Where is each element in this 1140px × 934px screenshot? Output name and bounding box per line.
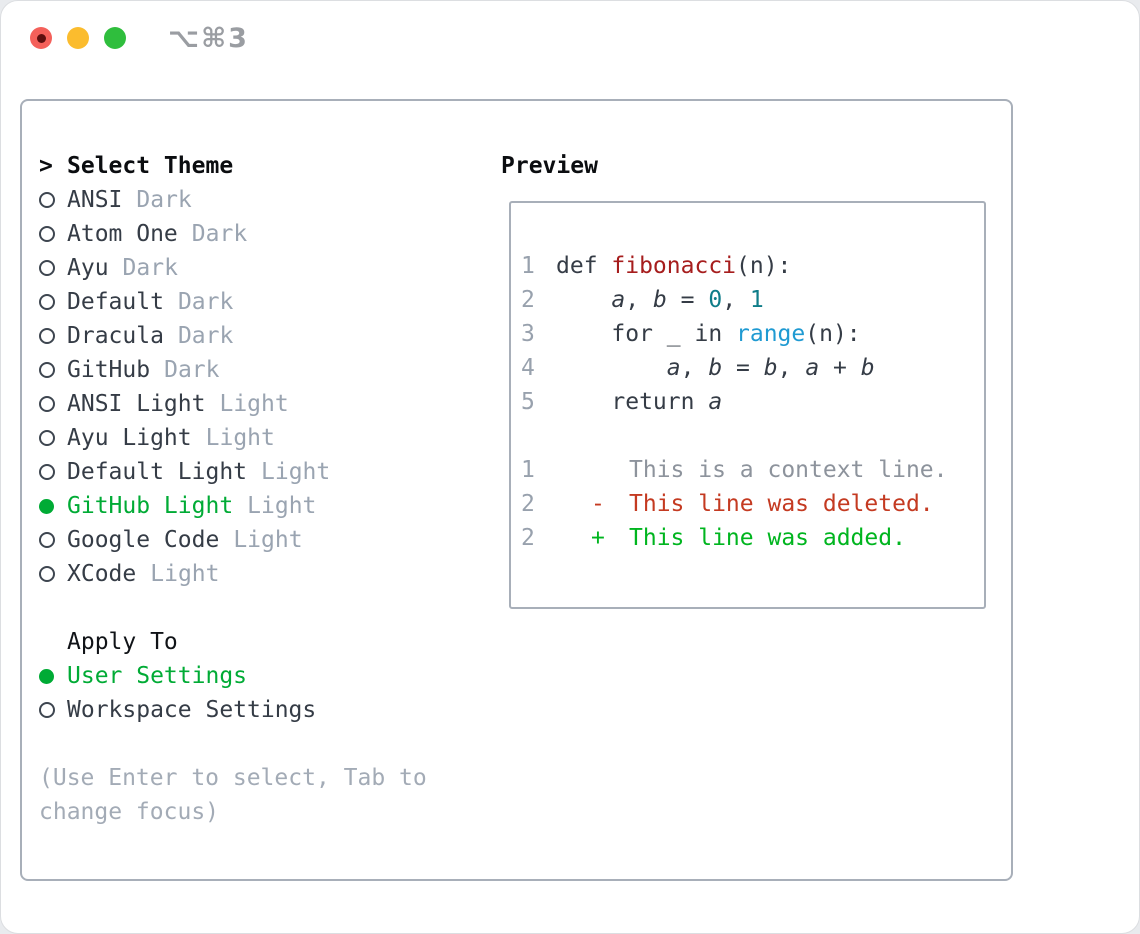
diff-context-line: 1 This is a context line.	[521, 457, 948, 483]
hint-line-2: change focus)	[39, 799, 220, 825]
theme-variant: Light	[205, 425, 275, 451]
line-number: 3	[521, 321, 535, 347]
diff-marker	[591, 457, 629, 483]
radio-unselected-icon	[39, 430, 55, 446]
apply-option-user-settings[interactable]: User Settings	[39, 659, 499, 693]
theme-option-ayu-light[interactable]: Ayu Light Light	[39, 421, 499, 455]
theme-name: ANSI	[67, 187, 123, 213]
theme-option-xcode[interactable]: XCode Light	[39, 557, 499, 591]
radio-unselected-icon	[39, 328, 55, 344]
radio-unselected-icon	[39, 566, 55, 582]
theme-variant: Light	[219, 391, 289, 417]
line-number: 4	[521, 355, 535, 381]
theme-picker-panel: > Select Theme ANSI Dark Atom One Dark A…	[20, 99, 1013, 881]
theme-name: ANSI Light	[67, 391, 206, 417]
line-number: 2	[521, 525, 535, 551]
unsaved-dot-icon	[36, 33, 46, 43]
theme-option-github-light[interactable]: GitHub Light Light	[39, 489, 499, 523]
theme-name: Atom One	[67, 221, 178, 247]
radio-unselected-icon	[39, 702, 55, 718]
theme-option-default-light[interactable]: Default Light Light	[39, 455, 499, 489]
theme-list: > Select Theme ANSI Dark Atom One Dark A…	[39, 149, 499, 829]
code-line: 2 a, b = 0, 1	[521, 287, 764, 313]
theme-option-github-dark[interactable]: GitHub Dark	[39, 353, 499, 387]
theme-variant: Light	[261, 459, 331, 485]
select-theme-header: > Select Theme	[39, 149, 499, 183]
prompt-icon: >	[39, 153, 53, 179]
theme-name: Default	[67, 289, 164, 315]
preview-title: Preview	[501, 153, 598, 179]
theme-option-atom-one-dark[interactable]: Atom One Dark	[39, 217, 499, 251]
apply-to-title: Apply To	[67, 629, 178, 655]
theme-name: Ayu	[67, 255, 109, 281]
line-number: 2	[521, 287, 535, 313]
apply-option-label: Workspace Settings	[67, 697, 317, 723]
hint-line-1: (Use Enter to select, Tab to	[39, 765, 427, 791]
radio-unselected-icon	[39, 226, 55, 242]
apply-to-header: Apply To	[39, 625, 499, 659]
theme-option-ansi-dark[interactable]: ANSI Dark	[39, 183, 499, 217]
zoom-button[interactable]	[104, 27, 126, 49]
code-line: 5 return a	[521, 389, 723, 415]
code-line: 3 for _ in range(n):	[521, 321, 861, 347]
theme-name: Google Code	[67, 527, 220, 553]
theme-name: Dracula	[67, 323, 164, 349]
theme-variant: Light	[150, 561, 220, 587]
theme-variant: Dark	[191, 221, 248, 247]
radio-unselected-icon	[39, 396, 55, 412]
radio-unselected-icon	[39, 532, 55, 548]
theme-variant: Dark	[136, 187, 192, 213]
window-shortcut-label: ⌥⌘3	[168, 23, 249, 54]
line-number: 1	[521, 253, 535, 279]
code-line: 4 a, b = b, a + b	[521, 355, 875, 381]
radio-unselected-icon	[39, 464, 55, 480]
theme-variant: Light	[247, 493, 317, 519]
theme-variant: Dark	[177, 289, 234, 315]
diff-deleted-line: 2-This line was deleted.	[521, 491, 934, 517]
radio-unselected-icon	[39, 294, 55, 310]
line-number: 2	[521, 491, 535, 517]
theme-option-google-code[interactable]: Google Code Light	[39, 523, 499, 557]
theme-name: Ayu Light	[67, 425, 192, 451]
radio-unselected-icon	[39, 192, 55, 208]
radio-selected-icon	[39, 668, 54, 684]
close-button[interactable]	[30, 27, 52, 49]
radio-unselected-icon	[39, 260, 55, 276]
title-bar: ⌥⌘3	[1, 1, 1139, 75]
radio-selected-icon	[39, 498, 54, 514]
theme-variant: Light	[233, 527, 303, 553]
theme-option-ansi-light[interactable]: ANSI Light Light	[39, 387, 499, 421]
minimize-button[interactable]	[67, 27, 89, 49]
theme-name: GitHub	[67, 357, 151, 383]
apply-option-label: User Settings	[67, 663, 248, 689]
theme-name: Default Light	[67, 459, 248, 485]
list-title: Select Theme	[67, 153, 234, 179]
line-number: 5	[521, 389, 535, 415]
theme-variant: Dark	[177, 323, 234, 349]
theme-name: XCode	[67, 561, 137, 587]
theme-variant: Dark	[122, 255, 178, 281]
line-number: 1	[521, 457, 535, 483]
theme-option-ayu-dark[interactable]: Ayu Dark	[39, 251, 499, 285]
apply-option-workspace-settings[interactable]: Workspace Settings	[39, 693, 499, 727]
theme-name: GitHub Light	[67, 493, 234, 519]
radio-unselected-icon	[39, 362, 55, 378]
traffic-lights	[30, 27, 126, 49]
theme-variant: Dark	[164, 357, 220, 383]
diff-plus-icon: +	[591, 525, 605, 551]
diff-added-line: 2+This line was added.	[521, 525, 906, 551]
diff-minus-icon: -	[591, 491, 605, 517]
theme-option-default-dark[interactable]: Default Dark	[39, 285, 499, 319]
theme-option-dracula-dark[interactable]: Dracula Dark	[39, 319, 499, 353]
